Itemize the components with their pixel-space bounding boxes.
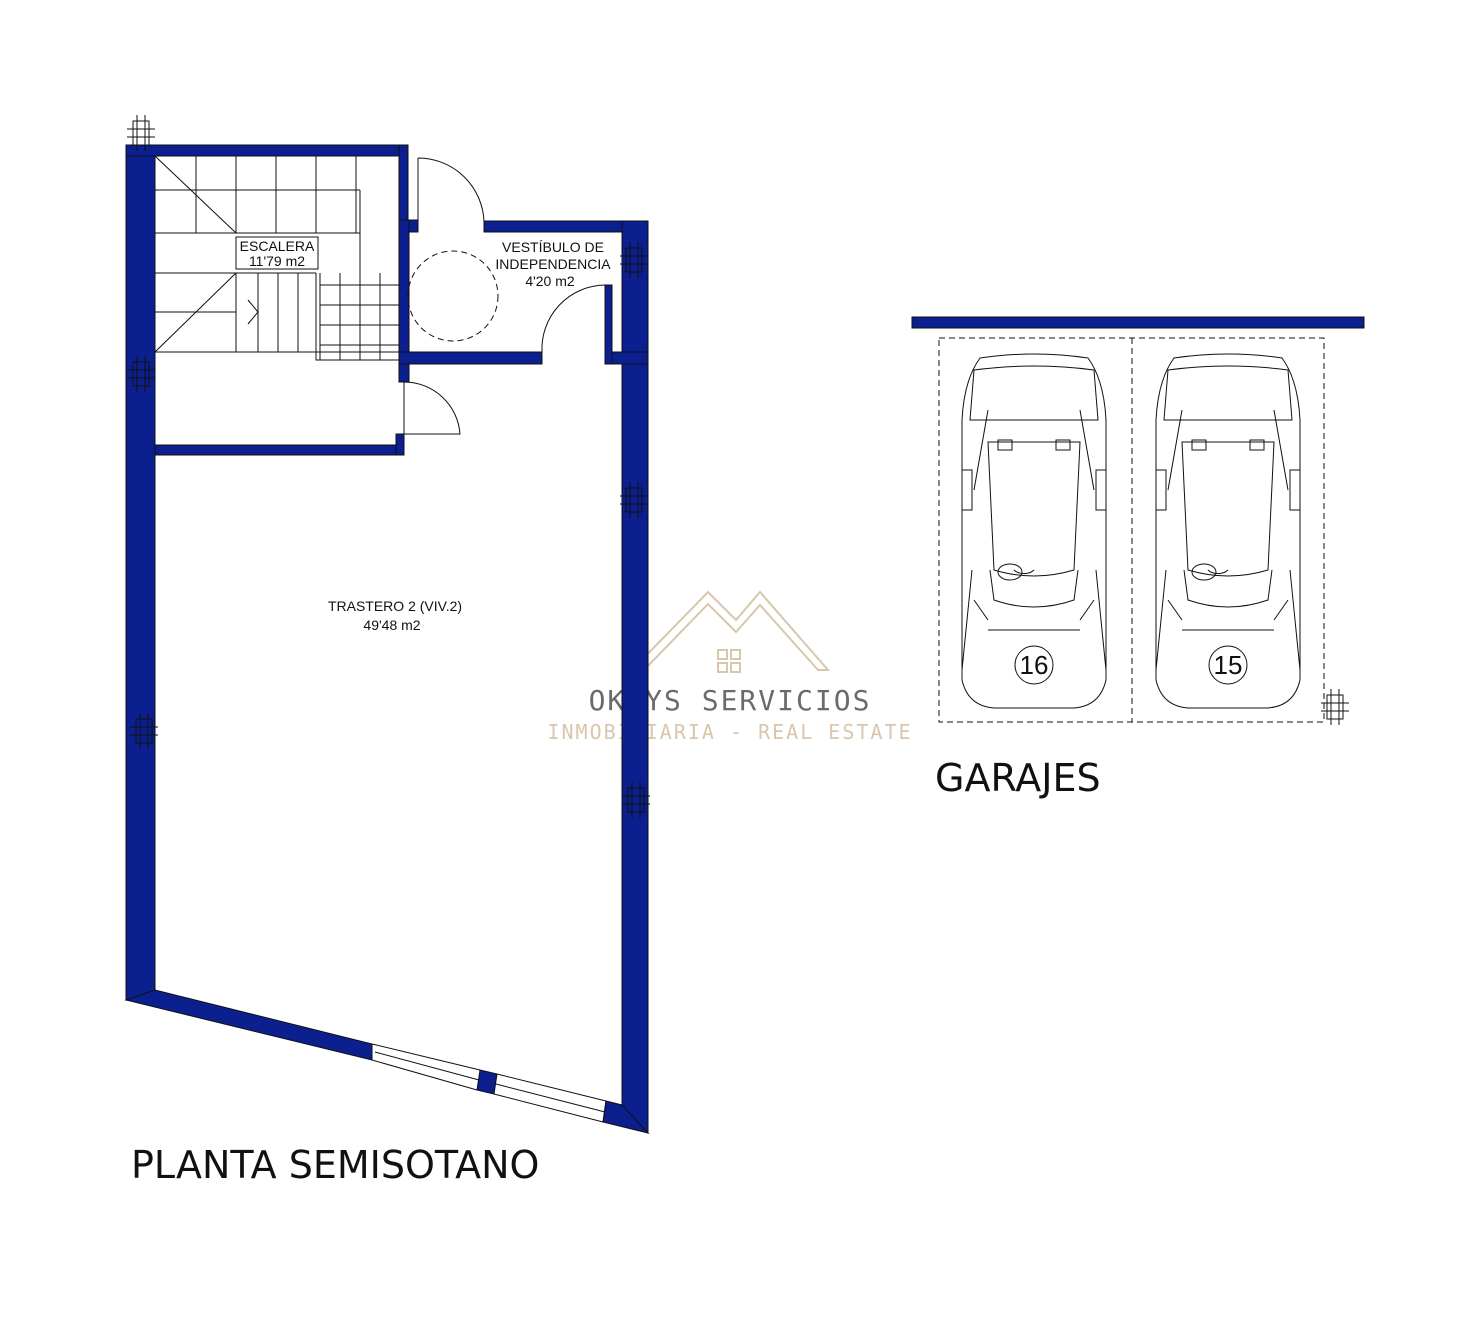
plan-walls: [124, 144, 650, 1134]
room-trastero-label: TRASTERO 2 (VIV.2) 49'48 m2: [328, 598, 462, 633]
plan-title: PLANTA SEMISOTANO: [131, 1143, 539, 1187]
vestibulo-name-line1: VESTÍBULO DE: [502, 239, 604, 255]
garage-column-marker: [1321, 689, 1349, 725]
car-15: 15: [1155, 353, 1301, 709]
wall-stair-right: [398, 144, 409, 221]
watermark-subtitle: INMOBILIARIA - REAL ESTATE: [547, 720, 912, 744]
garage: 16 15 GARAJES: [911, 316, 1365, 800]
bottom-windows: [371, 1043, 607, 1123]
escalera-area: 11'79 m2: [249, 253, 305, 269]
staircase: [154, 155, 400, 361]
car-16: 16: [961, 353, 1107, 709]
wall-hall-bottom: [154, 444, 405, 456]
watermark: OKEYS SERVICIOS INMOBILIARIA - REAL ESTA…: [547, 590, 912, 744]
doors: [396, 157, 606, 435]
trastero-area: 49'48 m2: [363, 617, 420, 633]
room-escalera-label: ESCALERA 11'79 m2: [235, 236, 319, 270]
wall-bottom-pier: [476, 1069, 498, 1095]
garage-wall: [911, 316, 1365, 329]
spot-15-number: 15: [1214, 650, 1243, 680]
spot-16-number: 16: [1020, 650, 1049, 680]
watermark-window-icon: [717, 649, 741, 673]
column-markers: [127, 115, 650, 818]
room-vestibulo-label: VESTÍBULO DE INDEPENDENCIA 4'20 m2: [495, 239, 611, 289]
wall-top-stair: [125, 144, 409, 157]
wall-left: [125, 144, 156, 1001]
escalera-name: ESCALERA: [240, 238, 315, 254]
vestibulo-area: 4'20 m2: [525, 273, 575, 289]
wall-vestibule-bottom: [398, 351, 543, 365]
vestibulo-name-line2: INDEPENDENCIA: [495, 256, 611, 272]
garage-title: GARAJES: [935, 756, 1101, 800]
wall-bottom-left: [124, 989, 373, 1061]
watermark-roof-icon: [629, 590, 831, 671]
turning-circle: [407, 250, 499, 342]
trastero-name: TRASTERO 2 (VIV.2): [328, 598, 462, 614]
wall-hall-door-jamb: [395, 433, 405, 456]
wall-vestibule-jamb: [604, 284, 613, 365]
